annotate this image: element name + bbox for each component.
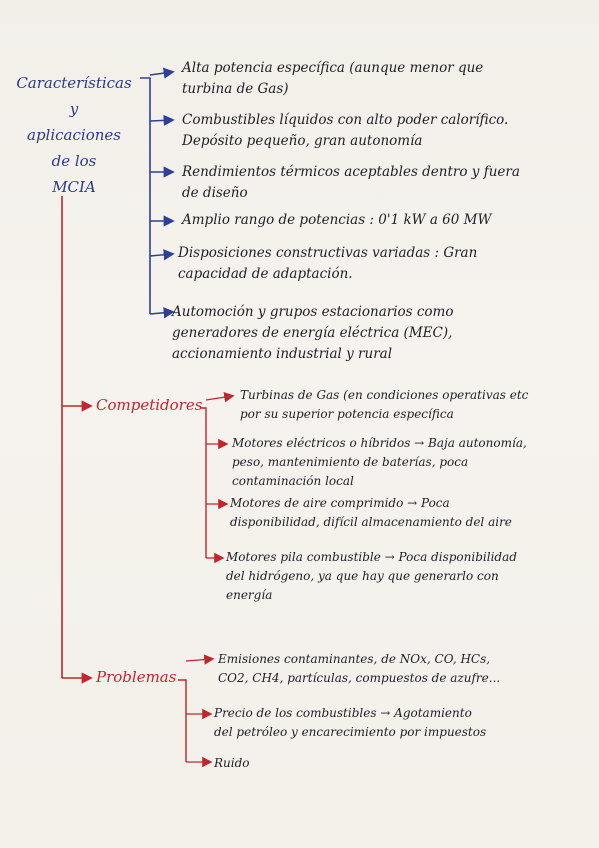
competidor-item: Motores eléctricos o híbridos → Baja aut… xyxy=(232,434,527,491)
competidor-item: Motores pila combustible → Poca disponib… xyxy=(226,548,517,605)
characteristic-item: Amplio rango de potencias : 0'1 kW a 60 … xyxy=(182,210,491,231)
text-line: Combustibles líquidos con alto poder cal… xyxy=(182,112,509,128)
characteristic-item: Combustibles líquidos con alto poder cal… xyxy=(182,110,508,152)
text-line: accionamiento industrial y rural xyxy=(172,346,393,362)
text-line: generadores de energía eléctrica (MEC), xyxy=(172,325,453,341)
characteristic-item: Rendimientos térmicos aceptables dentro … xyxy=(182,162,520,204)
problemas-label: Problemas xyxy=(96,668,177,686)
blue-arrow xyxy=(149,67,175,79)
blue-connector xyxy=(140,77,151,314)
competidores-label: Competidores xyxy=(96,396,203,414)
text-line: de diseño xyxy=(182,185,248,201)
characteristic-item: Alta potencia específica (aunque menor q… xyxy=(182,58,483,100)
text-line: Depósito pequeño, gran autonomía xyxy=(182,133,423,149)
text-line: Amplio rango de potencias : 0'1 kW a 60 … xyxy=(182,212,492,228)
text-line: CO2, CH4, partículas, compuestos de azuf… xyxy=(218,671,501,685)
red-arrow xyxy=(185,654,215,665)
red-connector xyxy=(178,679,187,762)
text-line: capacidad de adaptación. xyxy=(178,266,353,282)
text-line: energía xyxy=(226,588,273,602)
blue-arrow xyxy=(149,114,175,126)
text-line: Motores pila combustible → Poca disponib… xyxy=(226,550,517,564)
title-line: Características xyxy=(16,74,132,92)
competidor-item: Motores de aire comprimido → Poca dispon… xyxy=(230,494,512,532)
title-line: de los xyxy=(51,152,97,170)
text-line: del petróleo y encarecimiento por impues… xyxy=(214,725,487,739)
title-line: MCIA xyxy=(52,178,96,196)
problema-item: Precio de los combustibles → Agotamiento… xyxy=(214,704,486,742)
blue-arrow xyxy=(149,307,175,319)
text-line: contaminación local xyxy=(232,474,354,488)
title-line: aplicaciones xyxy=(27,126,121,144)
text-line: Ruido xyxy=(214,756,250,770)
main-topic-title: Características y aplicaciones de los MC… xyxy=(8,70,140,200)
red-arrow xyxy=(205,392,235,403)
text-line: Motores de aire comprimido → Poca xyxy=(230,496,450,510)
text-line: Turbinas de Gas (en condiciones operativ… xyxy=(240,388,529,402)
competidor-item: Turbinas de Gas (en condiciones operativ… xyxy=(240,386,528,424)
red-connector xyxy=(201,407,207,558)
title-line: y xyxy=(69,100,79,118)
text-line: Disposiciones constructivas variadas : G… xyxy=(178,245,478,261)
blue-arrow xyxy=(149,249,175,261)
text-line: del hidrógeno, ya que hay que generarlo … xyxy=(226,569,499,583)
text-line: peso, mantenimiento de baterías, poca xyxy=(232,455,469,469)
text-line: Precio de los combustibles → Agotamiento xyxy=(214,706,472,720)
text-line: turbina de Gas) xyxy=(182,81,289,97)
problema-item: Ruido xyxy=(214,754,250,773)
characteristic-item: Disposiciones constructivas variadas : G… xyxy=(178,243,477,285)
text-line: Emisiones contaminantes, de NOx, CO, HCs… xyxy=(218,652,491,666)
text-line: Motores eléctricos o híbridos → Baja aut… xyxy=(232,436,527,450)
characteristic-item: Automoción y grupos estacionarios como g… xyxy=(172,302,454,365)
text-line: Rendimientos térmicos aceptables dentro … xyxy=(182,164,520,180)
text-line: Alta potencia específica (aunque menor q… xyxy=(182,60,484,76)
problema-item: Emisiones contaminantes, de NOx, CO, HCs… xyxy=(218,650,500,688)
text-line: Automoción y grupos estacionarios como xyxy=(172,304,454,320)
text-line: por su superior potencia específica xyxy=(240,407,454,421)
text-line: disponibilidad, difícil almacenamiento d… xyxy=(230,515,512,529)
